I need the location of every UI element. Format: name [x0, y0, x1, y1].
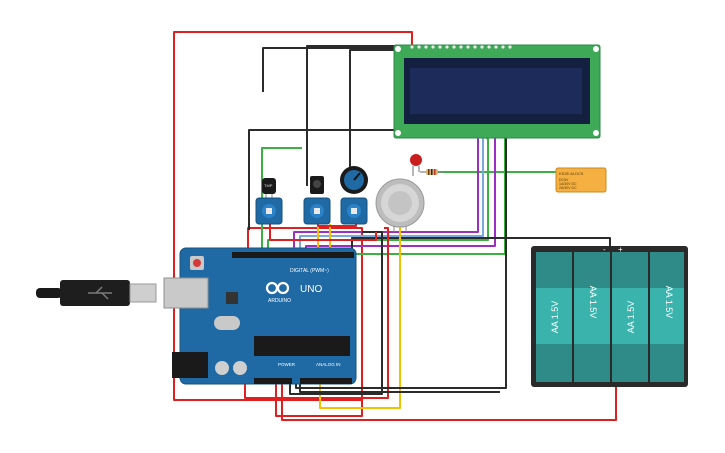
- battery-cell-4: AA 1.5V: [650, 252, 684, 382]
- battery-cell-2-label: AA 1.5V: [588, 286, 598, 319]
- analog-label: ANALOG IN: [316, 362, 341, 367]
- arduino-logo-icon: [265, 281, 290, 295]
- battery-cell-2: AA 1.5V: [574, 252, 610, 382]
- digital-label: DIGITAL (PWM~): [290, 268, 329, 274]
- wire-black-lower3[interactable]: [299, 382, 500, 393]
- usb-icon: [88, 286, 112, 300]
- battery-plus: +: [618, 245, 623, 254]
- lcd-display[interactable]: [393, 44, 601, 139]
- gas-sensor[interactable]: [375, 178, 425, 232]
- wire-blue-1[interactable]: [299, 138, 484, 256]
- battery-cell-4-label: AA 1.5V: [664, 286, 674, 319]
- relay-line1: DC5V: [559, 178, 569, 182]
- resistor[interactable]: [420, 169, 444, 175]
- relay-label: KS2E-M-DC5: [559, 171, 584, 176]
- tmp-label: TMP: [264, 183, 273, 188]
- temperature-sensor[interactable]: TMP: [255, 178, 283, 225]
- relay[interactable]: KS2E-M-DC5 DC5V 1A/30V DC 2A/30V DC: [555, 167, 607, 193]
- wire-black-battery[interactable]: [351, 237, 611, 256]
- wire-black-lower2[interactable]: [295, 138, 507, 389]
- battery-cell-3: AA 1.5V: [612, 252, 648, 382]
- wire-black-lcd-top2[interactable]: [306, 45, 420, 186]
- lcd-pins: [410, 45, 512, 49]
- battery-cell-1: AA 1.5V: [536, 252, 572, 382]
- usb-cable[interactable]: [36, 280, 157, 306]
- uno-logo: UNO: [300, 284, 322, 295]
- relay-line2: 1A/30V DC: [559, 182, 577, 186]
- red-led[interactable]: [410, 154, 422, 176]
- arduino-uno-board[interactable]: DIGITAL (PWM~) UNO ARDUINO POWER ANALOG …: [163, 247, 357, 385]
- power-label: POWER: [278, 362, 296, 367]
- wire-purple-1[interactable]: [293, 138, 479, 256]
- wire-red-outer[interactable]: [173, 31, 413, 401]
- battery-minus: -: [603, 245, 606, 254]
- wire-red-sensors[interactable]: [269, 222, 377, 241]
- potentiometer[interactable]: [340, 166, 368, 225]
- arduino-brand: ARDUINO: [268, 298, 291, 304]
- wire-black-lcd-top[interactable]: [262, 47, 405, 92]
- wire-black-left[interactable]: [248, 129, 489, 230]
- relay-line3: 2A/30V DC: [559, 186, 577, 190]
- battery-pack[interactable]: AA 1.5V AA 1.5V AA 1.5V AA 1.5V - +: [531, 245, 688, 387]
- battery-cell-1-label: AA 1.5V: [550, 301, 560, 334]
- battery-cell-3-label: AA 1.5V: [626, 301, 636, 334]
- light-sensor[interactable]: [303, 176, 331, 225]
